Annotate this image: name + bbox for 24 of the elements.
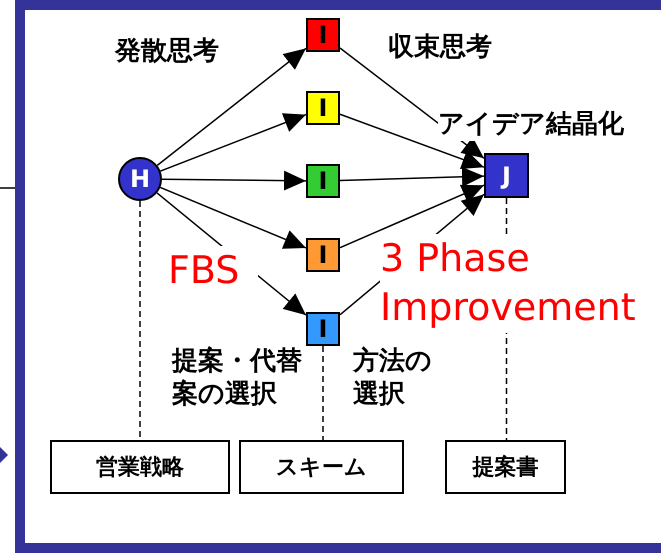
arrow [162, 170, 306, 191]
goal-box: J [484, 153, 529, 198]
output-box: スキーム [239, 440, 404, 494]
idea-box: I [306, 238, 340, 272]
arrow [340, 166, 484, 187]
stage-label: アイデア結晶化 [438, 108, 624, 140]
start-circle: H [118, 157, 162, 201]
idea-box: I [306, 164, 340, 198]
dashed-connector [322, 346, 324, 440]
step-label: 提案・代替案の選択 [172, 345, 303, 410]
step-label: 方法の選択 [353, 345, 433, 410]
arrow [340, 114, 484, 170]
dashed-connector [139, 201, 141, 440]
phase-label: 発散思考 [115, 35, 219, 68]
output-box: 提案書 [445, 440, 566, 494]
phase-label: 収束思考 [388, 31, 492, 64]
arrow [340, 184, 484, 248]
arrow [160, 186, 306, 249]
arrow [160, 113, 306, 172]
arrow [156, 48, 306, 166]
idea-box: I [306, 312, 340, 346]
idea-box: I [306, 91, 340, 125]
idea-box: I [306, 18, 340, 52]
output-box: 営業戦略 [50, 440, 230, 494]
